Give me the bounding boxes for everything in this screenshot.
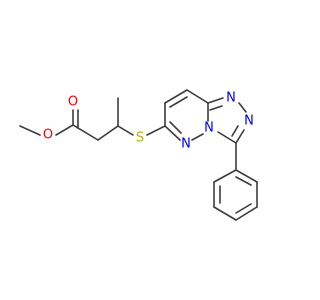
bond-s-ring — [146, 125, 166, 136]
bond-ph-4-inner — [235, 203, 252, 214]
bond-ring-c2-c3-inner — [169, 96, 188, 108]
bond-ph-4 — [235, 206, 258, 221]
bond-ring-c3-c4 — [186, 89, 209, 104]
bond-tri-n-c-inner — [231, 125, 239, 137]
bond-ph-1 — [213, 169, 237, 183]
bond-tri-c4-n-inner — [209, 105, 223, 111]
bond-o-carbonylc — [55, 124, 74, 136]
bond-ring-n-n — [191, 133, 204, 141]
atom-n-pyridazine: N — [181, 137, 191, 152]
bond-tri-n-n — [238, 102, 247, 113]
bond-ch2-ch — [97, 125, 119, 141]
atom-n-triazole-right: N — [244, 114, 254, 129]
bond-tri-c-n — [217, 131, 237, 144]
bond-ph-6-inner — [235, 176, 252, 186]
molecule-drawing: O O S N N N N — [19, 89, 258, 221]
bond-tri-n-c — [235, 129, 245, 144]
bond-ch-s — [117, 125, 134, 136]
bond-ring-n-c1-inner — [169, 121, 182, 134]
atom-n-bridge: N — [204, 121, 214, 136]
atom-s: S — [136, 131, 144, 146]
bonds — [19, 89, 258, 221]
bond-ph-6 — [235, 169, 258, 183]
bond-methyl-o — [19, 125, 41, 136]
bond-tri-c4-n — [207, 97, 224, 104]
atom-n-triazole-top: N — [226, 91, 236, 106]
atom-labels: O O S N N N N — [43, 91, 254, 152]
structure-diagram: O O S N N N N — [19, 89, 258, 221]
atom-o-carbonyl: O — [68, 95, 78, 110]
bond-ring-n-c1 — [164, 125, 181, 141]
bond-ring-c2-c3 — [164, 89, 188, 104]
bond-carbonylc-ch2 — [72, 124, 99, 141]
bond-ph-3 — [213, 206, 237, 221]
atom-o-ester: O — [43, 128, 53, 143]
